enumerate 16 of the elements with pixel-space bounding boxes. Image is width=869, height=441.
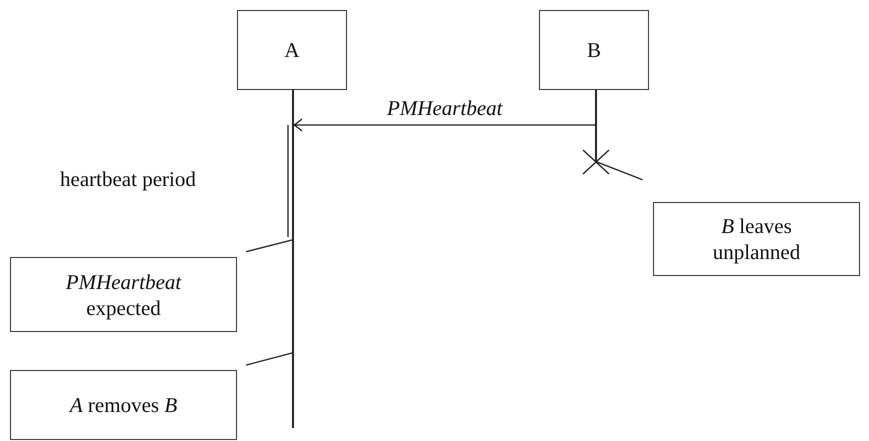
leader-line	[246, 352, 292, 366]
leader-line	[596, 161, 643, 180]
participant-name: B	[586, 37, 601, 63]
lifeline	[595, 90, 597, 162]
note-text: PMHeartbeat expected	[64, 268, 182, 320]
note-box	[10, 370, 237, 440]
participant-box	[237, 10, 347, 90]
duration-label: heartbeat period	[60, 166, 196, 192]
leader-line	[246, 239, 292, 252]
note-box	[10, 257, 237, 332]
participant-name: A	[284, 37, 300, 63]
participant-box	[539, 10, 649, 90]
note-box	[653, 202, 860, 276]
lifeline	[292, 90, 294, 428]
note-text: B leaves unplanned	[712, 213, 802, 265]
note-text: A removes B	[70, 392, 178, 418]
